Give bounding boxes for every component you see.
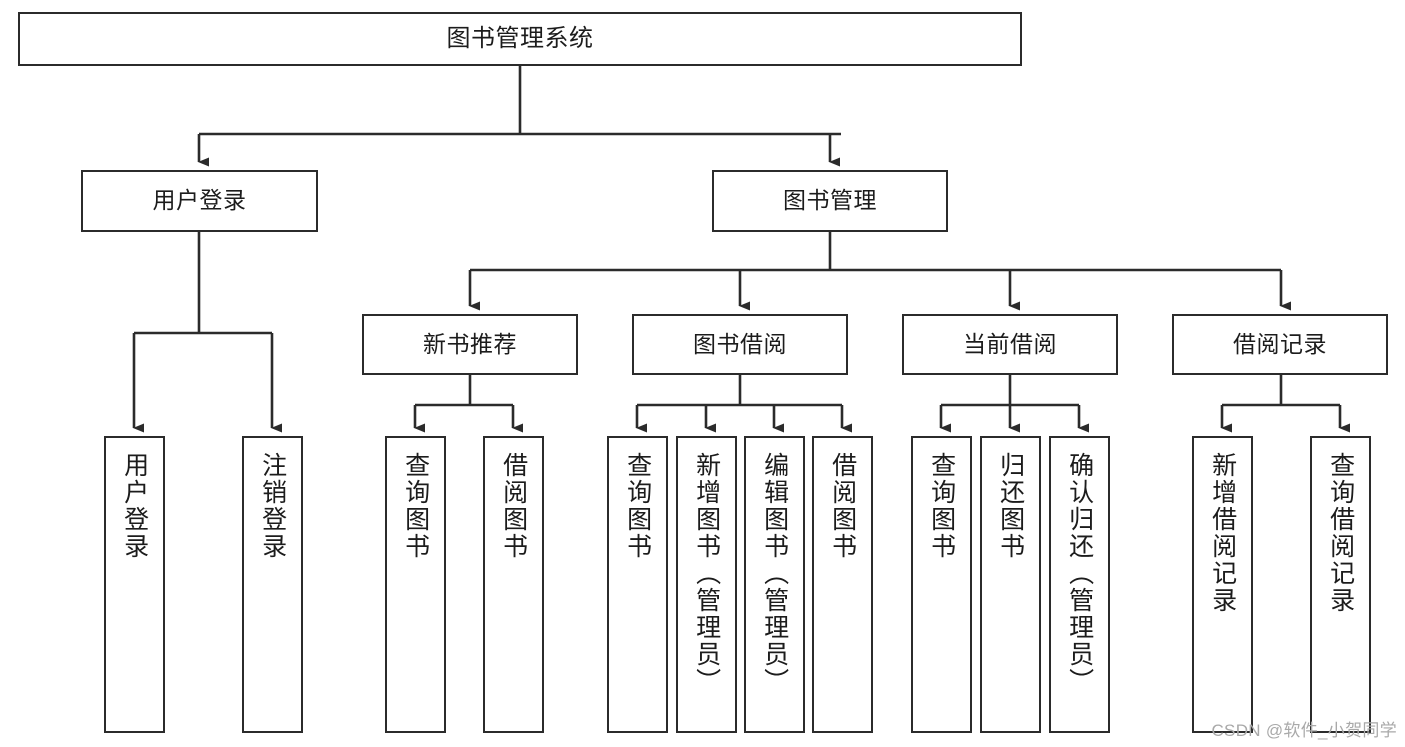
node-label: 新增借阅记录 bbox=[1208, 452, 1237, 614]
node-borrow-record[interactable]: 借阅记录 bbox=[1172, 314, 1388, 375]
node-label: 借阅记录 bbox=[1233, 330, 1327, 357]
node-current-borrow[interactable]: 当前借阅 bbox=[902, 314, 1118, 375]
node-leaf-query-borrow-record[interactable]: 查询借阅记录 bbox=[1310, 436, 1371, 733]
node-label: 编辑图书（管理员） bbox=[760, 452, 789, 695]
node-leaf-add-borrow-record[interactable]: 新增借阅记录 bbox=[1192, 436, 1253, 733]
node-leaf-logout[interactable]: 注销登录 bbox=[242, 436, 303, 733]
node-new-book-recommend[interactable]: 新书推荐 bbox=[362, 314, 578, 375]
node-label: 借阅图书 bbox=[499, 452, 528, 560]
node-label: 用户登录 bbox=[152, 187, 247, 214]
node-leaf-return-book[interactable]: 归还图书 bbox=[980, 436, 1041, 733]
node-book-borrow[interactable]: 图书借阅 bbox=[632, 314, 848, 375]
node-leaf-query-book-recommend[interactable]: 查询图书 bbox=[385, 436, 446, 733]
node-leaf-borrow-book-recommend[interactable]: 借阅图书 bbox=[483, 436, 544, 733]
node-label: 新增图书（管理员） bbox=[692, 452, 721, 695]
node-leaf-borrow-book[interactable]: 借阅图书 bbox=[812, 436, 873, 733]
node-user-login[interactable]: 用户登录 bbox=[81, 170, 318, 232]
node-label: 注销登录 bbox=[258, 452, 287, 560]
node-label: 归还图书 bbox=[996, 452, 1025, 560]
node-label: 确认归还（管理员） bbox=[1065, 452, 1094, 695]
node-label: 查询图书 bbox=[401, 452, 430, 560]
csdn-watermark: CSDN @软件_小贺同学 bbox=[1211, 721, 1397, 740]
node-leaf-query-book-current[interactable]: 查询图书 bbox=[911, 436, 972, 733]
node-label: 借阅图书 bbox=[828, 452, 857, 560]
node-leaf-user-login[interactable]: 用户登录 bbox=[104, 436, 165, 733]
node-label: 图书借阅 bbox=[693, 330, 787, 357]
node-label: 用户登录 bbox=[120, 452, 149, 560]
node-leaf-query-book-borrow[interactable]: 查询图书 bbox=[607, 436, 668, 733]
node-label: 查询图书 bbox=[623, 452, 652, 560]
node-book-manage[interactable]: 图书管理 bbox=[712, 170, 948, 232]
node-leaf-add-book[interactable]: 新增图书（管理员） bbox=[676, 436, 737, 733]
node-leaf-confirm-return[interactable]: 确认归还（管理员） bbox=[1049, 436, 1110, 733]
node-label: 当前借阅 bbox=[963, 330, 1057, 357]
node-label: 查询借阅记录 bbox=[1326, 452, 1355, 614]
node-root-system[interactable]: 图书管理系统 bbox=[18, 12, 1022, 66]
node-leaf-edit-book[interactable]: 编辑图书（管理员） bbox=[744, 436, 805, 733]
node-label: 新书推荐 bbox=[423, 330, 517, 357]
node-label: 查询图书 bbox=[927, 452, 956, 560]
node-label: 图书管理 bbox=[783, 187, 877, 214]
node-label: 图书管理系统 bbox=[446, 24, 594, 52]
